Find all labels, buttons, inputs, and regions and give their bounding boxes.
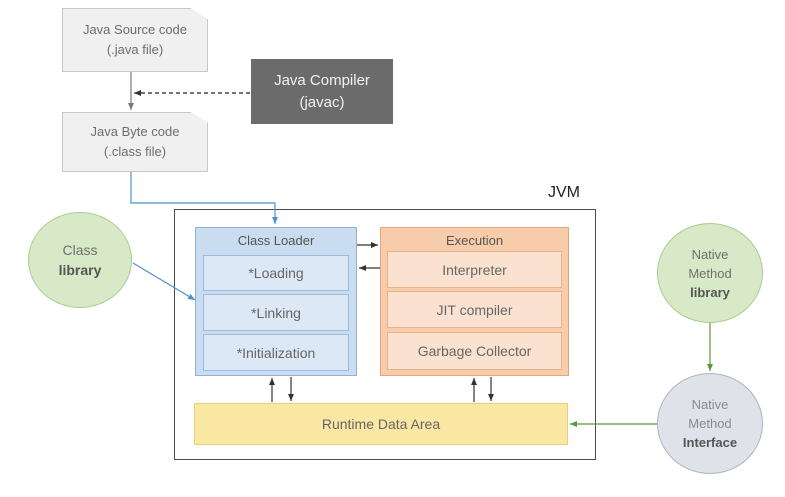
execution-item-jit-compiler: JIT compiler xyxy=(387,291,562,328)
class-library-node: Class library xyxy=(28,212,132,308)
arrow-bytecode-to-classloader xyxy=(130,172,278,224)
runtime-data-area: Runtime Data Area xyxy=(194,403,568,445)
class-loader-panel: Class Loader *Loading *Linking *Initiali… xyxy=(195,227,357,376)
class-library-line2: library xyxy=(58,262,102,278)
java-compiler-title: Java Compiler xyxy=(274,71,370,89)
java-source-code-title: Java Source code xyxy=(82,22,188,37)
java-byte-code-subtitle: (.class file) xyxy=(103,144,167,159)
native-interface-line3: Interface xyxy=(682,435,738,450)
java-byte-code-node: Java Byte code (.class file) xyxy=(62,112,208,172)
java-source-code-subtitle: (.java file) xyxy=(106,42,164,57)
native-method-library-node: Native Method library xyxy=(657,223,763,323)
native-library-line3: library xyxy=(690,284,730,300)
class-loader-title: Class Loader xyxy=(237,233,315,248)
class-loader-item-linking: *Linking xyxy=(203,294,349,331)
java-compiler-node: Java Compiler (javac) xyxy=(251,59,393,124)
execution-title: Execution xyxy=(445,233,504,248)
jvm-label: JVM xyxy=(548,184,580,201)
class-library-line1: Class xyxy=(62,242,98,258)
class-loader-item-loading: *Loading xyxy=(203,255,349,291)
native-interface-line1: Native xyxy=(691,397,729,412)
native-library-line2: Method xyxy=(688,265,732,281)
native-method-interface-node: Native Method Interface xyxy=(657,373,763,474)
native-interface-line2: Method xyxy=(688,416,732,431)
java-byte-code-title: Java Byte code xyxy=(90,124,180,139)
java-compiler-subtitle: (javac) xyxy=(299,93,345,111)
execution-item-interpreter: Interpreter xyxy=(387,251,562,288)
class-loader-item-initialization: *Initialization xyxy=(203,334,349,371)
execution-item-garbage-collector: Garbage Collector xyxy=(387,332,562,370)
arrow-library-to-classloader xyxy=(132,262,196,301)
execution-panel: Execution Interpreter JIT compiler Garba… xyxy=(380,227,569,376)
java-source-code-node: Java Source code (.java file) xyxy=(62,8,208,72)
native-library-line1: Native xyxy=(691,246,729,262)
